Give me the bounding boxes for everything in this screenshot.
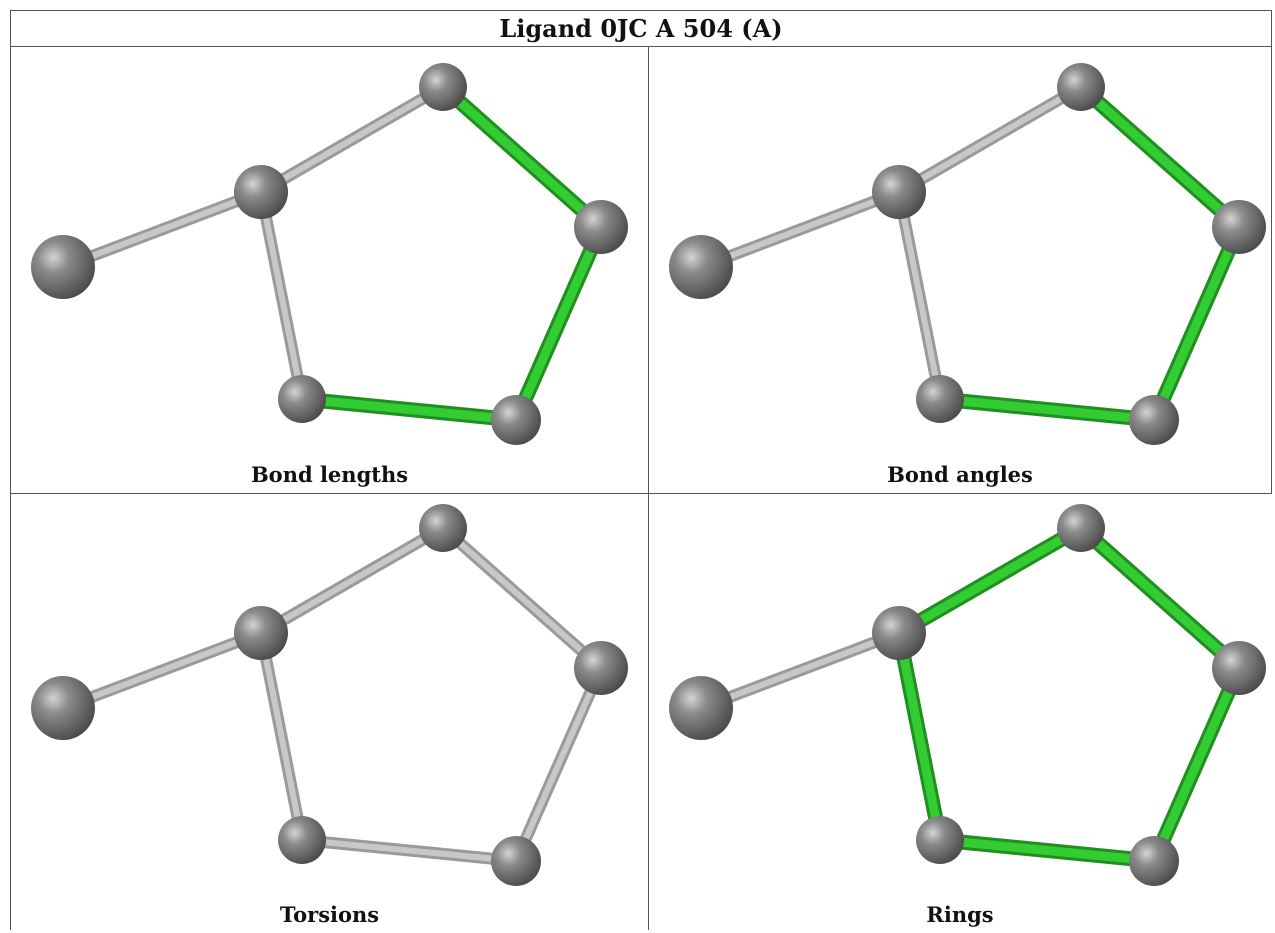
atom-5 bbox=[278, 375, 326, 423]
bond-0-1 bbox=[60, 630, 264, 711]
panel-bond-angles: Bond angles bbox=[649, 47, 1271, 493]
panel-bond-lengths: Bond lengths bbox=[11, 47, 648, 493]
row-divider bbox=[10, 493, 1272, 494]
bond-4-5 bbox=[935, 835, 1159, 866]
caption-bond-angles: Bond angles bbox=[887, 462, 1033, 487]
atom-4 bbox=[1129, 395, 1179, 445]
bond-2-3 bbox=[1076, 523, 1244, 673]
bond-4-5 bbox=[299, 837, 519, 864]
bond-3-4 bbox=[1149, 663, 1244, 866]
bond-3-4 bbox=[513, 665, 604, 864]
bond-1-2 bbox=[894, 523, 1086, 638]
atom-1 bbox=[872, 165, 926, 219]
bond-0-1 bbox=[698, 189, 902, 270]
molecule-bond-angles bbox=[669, 63, 1266, 445]
bond-4-5 bbox=[297, 394, 521, 425]
caption-bond-lengths: Bond lengths bbox=[250, 462, 409, 487]
page-title: Ligand 0JC A 504 (A) bbox=[499, 14, 783, 43]
bond-1-2 bbox=[896, 84, 1084, 195]
bond-2-3 bbox=[440, 525, 604, 671]
molecule-torsions bbox=[31, 504, 628, 886]
atom-0 bbox=[31, 676, 95, 740]
bond-3-4 bbox=[511, 222, 606, 425]
atom-2 bbox=[419, 504, 467, 552]
molecule-rings bbox=[669, 504, 1266, 886]
atom-4 bbox=[1129, 836, 1179, 886]
atom-3 bbox=[1212, 200, 1266, 254]
molecule-bond-lengths bbox=[31, 63, 628, 445]
title-divider bbox=[10, 46, 1272, 47]
atom-0 bbox=[669, 235, 733, 299]
caption-torsions: Torsions bbox=[279, 902, 380, 927]
atom-3 bbox=[574, 200, 628, 254]
bond-1-2 bbox=[258, 525, 446, 636]
atom-0 bbox=[31, 235, 95, 299]
bond-2-3 bbox=[438, 82, 606, 232]
bond-5-1 bbox=[894, 628, 945, 845]
panel-torsions: Torsions bbox=[11, 494, 648, 930]
ligand-table: Ligand 0JC A 504 (A) Bond lengths Bond a… bbox=[10, 10, 1272, 930]
atom-4 bbox=[491, 395, 541, 445]
atom-5 bbox=[278, 816, 326, 864]
atom-2 bbox=[1057, 504, 1105, 552]
atom-5 bbox=[916, 816, 964, 864]
table-border-top bbox=[10, 10, 1272, 11]
atom-0 bbox=[669, 676, 733, 740]
bond-0-1 bbox=[698, 630, 902, 711]
atom-1 bbox=[234, 606, 288, 660]
atom-1 bbox=[234, 165, 288, 219]
bond-4-5 bbox=[935, 394, 1159, 425]
panel-rings: Rings bbox=[649, 494, 1271, 930]
column-divider bbox=[648, 46, 649, 930]
bond-5-1 bbox=[258, 189, 305, 402]
table-border-left bbox=[10, 10, 11, 930]
bond-1-2 bbox=[258, 84, 446, 195]
table-border-right bbox=[1271, 10, 1272, 493]
atom-3 bbox=[574, 641, 628, 695]
atom-4 bbox=[491, 836, 541, 886]
bond-5-1 bbox=[258, 630, 305, 843]
bond-3-4 bbox=[1149, 222, 1244, 425]
atom-2 bbox=[1057, 63, 1105, 111]
atom-2 bbox=[419, 63, 467, 111]
atom-5 bbox=[916, 375, 964, 423]
bond-0-1 bbox=[60, 189, 264, 270]
bond-2-3 bbox=[1076, 82, 1244, 232]
atom-3 bbox=[1212, 641, 1266, 695]
caption-rings: Rings bbox=[926, 902, 994, 927]
bond-5-1 bbox=[896, 189, 943, 402]
atom-1 bbox=[872, 606, 926, 660]
